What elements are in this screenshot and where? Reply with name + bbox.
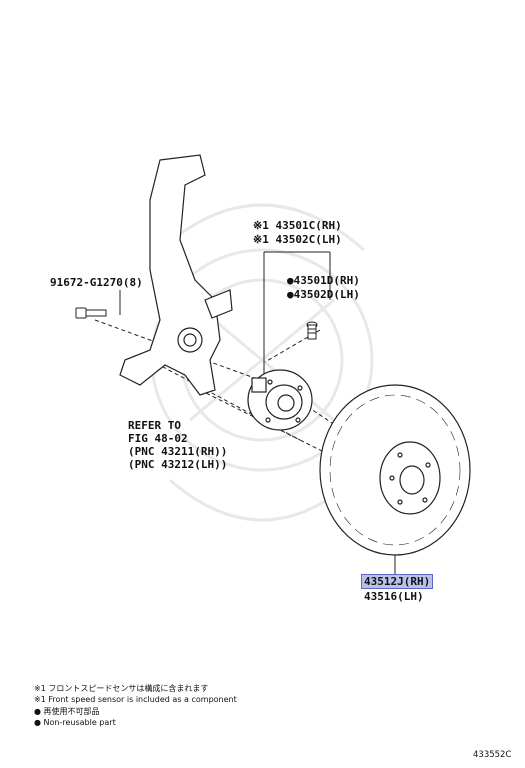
refer-line-3[interactable]: (PNC 43211(RH)) [128,445,228,458]
hub-stud [306,321,318,340]
refer-line-1: REFER TO [128,419,181,432]
hub-rh-label[interactable]: ※1 43501C(RH) [253,219,342,232]
stud-rh-label[interactable]: ●43501D(RH) [287,274,360,287]
hub-bearing [247,369,313,431]
bolt [75,307,107,319]
note-en-speed-sensor: ※1 Front speed sensor is included as a c… [34,695,237,704]
refer-line-2: FIG 48-02 [128,432,188,445]
stud-lh-label[interactable]: ●43502D(LH) [287,288,360,301]
bolt-label[interactable]: 91672-G1270(8) [50,276,143,289]
disc-rh-label[interactable]: 43512J(RH) [360,574,434,589]
steering-knuckle [119,154,233,396]
note-jp-non-reusable: ● 再使用不可部品 [34,707,100,716]
disc-lh-label[interactable]: 43516(LH) [364,590,424,603]
brake-disc [319,384,471,556]
leader-lines [119,251,396,575]
figure-id: 433552C [473,750,512,760]
hub-lh-label[interactable]: ※1 43502C(LH) [253,233,342,246]
note-en-non-reusable: ● Non-reusable part [34,718,116,727]
note-jp-speed-sensor: ※1 フロントスピードセンサは構成に含まれます [34,684,209,693]
refer-line-4[interactable]: (PNC 43212(LH)) [128,458,228,471]
